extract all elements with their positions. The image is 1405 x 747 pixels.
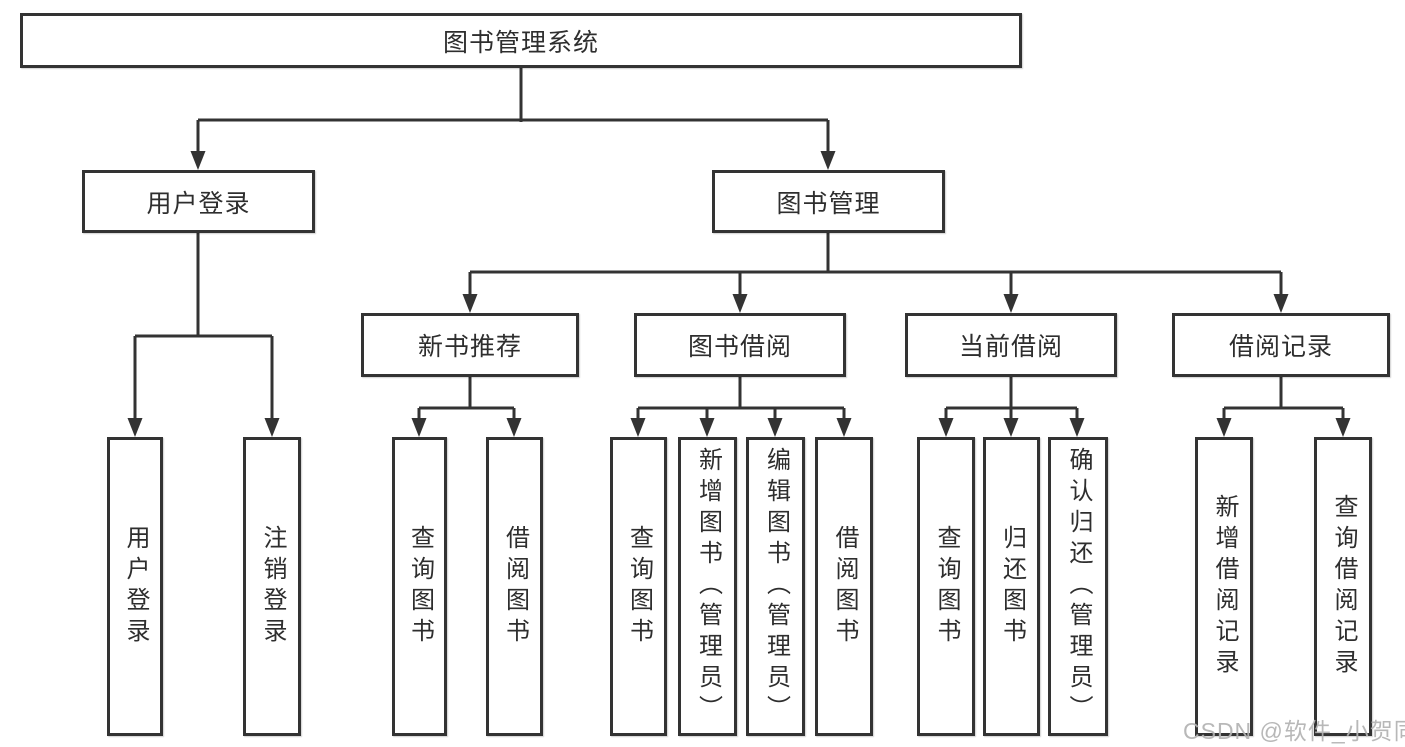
node-current-borrowing: 当前借阅 [905, 313, 1117, 377]
node-leaf-query-books-recommend: 查询图书 [392, 437, 447, 736]
node-leaf-query-books-borrow: 查询图书 [610, 437, 667, 736]
node-leaf-edit-book-admin: 编辑图书（管理员） [746, 437, 805, 736]
node-leaf-add-borrow-record: 新增借阅记录 [1195, 437, 1253, 736]
tree-edges [133, 68, 1345, 420]
node-book-management: 图书管理 [712, 170, 945, 233]
node-leaf-user-login: 用户登录 [107, 437, 163, 736]
node-leaf-confirm-return-admin: 确认归还（管理员） [1048, 437, 1108, 736]
node-borrowing-records: 借阅记录 [1172, 313, 1390, 377]
csdn-watermark: CSDN @软件_小贺同学 [1183, 718, 1405, 744]
node-new-book-recommendation: 新书推荐 [361, 313, 579, 377]
node-leaf-borrow-books-recommend: 借阅图书 [486, 437, 543, 736]
arrowheads [127, 151, 1351, 437]
node-leaf-return-books: 归还图书 [983, 437, 1040, 736]
node-book-borrowing: 图书借阅 [634, 313, 846, 377]
node-leaf-logout: 注销登录 [243, 437, 301, 736]
node-leaf-query-books-current: 查询图书 [917, 437, 975, 736]
node-leaf-borrow-books: 借阅图书 [815, 437, 873, 736]
node-user-login: 用户登录 [82, 170, 315, 233]
node-leaf-add-book-admin: 新增图书（管理员） [678, 437, 737, 736]
node-library-system: 图书管理系统 [20, 13, 1022, 68]
node-leaf-query-borrow-record: 查询借阅记录 [1314, 437, 1372, 736]
